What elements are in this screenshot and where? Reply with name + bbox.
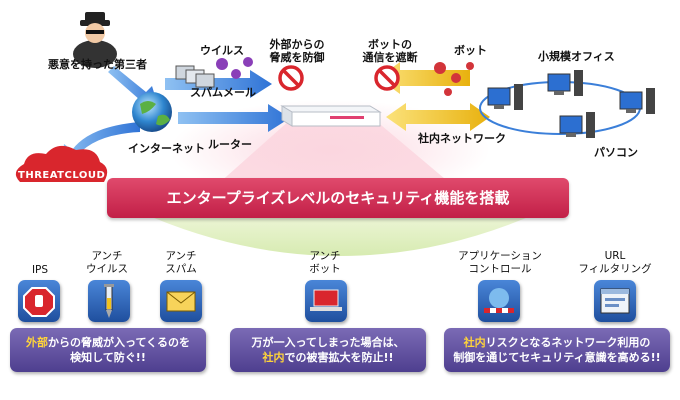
threat-arrow [165, 70, 272, 98]
antivirus-syringe-icon [88, 280, 130, 322]
feature-label-url-filtering-line2: フィルタリング [578, 263, 652, 275]
message-awareness-line2: 制御を通じてセキュリティ意識を高める!! [453, 351, 661, 364]
ips-stop-hand-icon [18, 280, 60, 322]
feature-label-antispam-line2: スパム [165, 263, 197, 275]
message-internal-line2: 社内での被害拡大を防止!! [230, 350, 426, 365]
label-external-threat-line1: 外部からの [269, 38, 325, 51]
feature-label-url-filtering: URL フィルタリング [570, 250, 660, 276]
bot-arrow [378, 62, 470, 94]
threatcloud-arrow [60, 122, 140, 168]
message-awareness-line1: 社内リスクとなるネットワーク利用の [444, 335, 670, 350]
pc-icons [487, 70, 655, 138]
label-external-threat-line2: 脅威を防御 [269, 51, 325, 64]
feature-label-antispam: アンチ スパム [156, 250, 206, 276]
message-external-line1-text: からの脅威が入ってくるのを [48, 336, 190, 349]
globe-icon [132, 92, 172, 132]
security-banner: エンタープライズレベルのセキュリティ機能を搭載 [107, 178, 569, 218]
message-internal-highlight: 社内 [262, 351, 285, 364]
feature-label-antivirus-line2: ウイルス [86, 263, 128, 275]
label-small-office: 小規模オフィス [538, 50, 615, 63]
internet-router-arrow [178, 104, 290, 132]
message-box-awareness: 社内リスクとなるネットワーク利用の 制御を通じてセキュリティ意識を高める!! [444, 328, 670, 372]
url-filter-browser-icon [594, 280, 636, 322]
feature-label-antibot-line1: アンチ [309, 250, 341, 262]
virus-icon [216, 57, 253, 79]
feature-label-antivirus-line1: アンチ [91, 250, 123, 262]
block-sign-bot [374, 65, 400, 91]
feature-label-app-control: アプリケーション コントロール [450, 250, 550, 276]
antibot-laptop-icon [305, 280, 347, 322]
label-pc: パソコン [594, 146, 638, 159]
feature-label-url-filtering-line1: URL [604, 250, 626, 262]
label-router: ルーター [208, 138, 252, 151]
feature-label-antispam-line1: アンチ [165, 250, 197, 262]
bot-icon [434, 62, 474, 96]
router-appliance [280, 105, 382, 127]
label-bot-block-line2: 通信を遮断 [362, 51, 418, 64]
threatcloud-label: THREATCLOUD [18, 170, 106, 181]
green-fan [140, 212, 540, 256]
feature-label-app-control-line1: アプリケーション [458, 250, 542, 262]
label-bot: ボット [454, 44, 487, 57]
feature-label-antibot: アンチ ボット [300, 250, 350, 276]
feature-label-ips-line1: IPS [31, 264, 49, 276]
feature-label-antivirus: アンチ ウイルス [82, 250, 132, 276]
message-internal-line2-text: での被害拡大を防止!! [284, 351, 394, 364]
message-box-external: 外部からの脅威が入ってくるのを 検知して防ぐ!! [10, 328, 206, 372]
label-spam: スパムメール [190, 86, 256, 99]
app-control-icon [478, 280, 520, 322]
feature-label-app-control-line2: コントロール [468, 263, 532, 275]
block-sign-external [278, 65, 304, 91]
label-internet: インターネット [128, 142, 205, 155]
label-attacker: 悪意を持った第三者 [48, 58, 147, 71]
feature-label-antibot-line2: ボット [309, 263, 341, 275]
internal-arrow [386, 103, 490, 131]
label-internal-network: 社内ネットワーク [418, 132, 506, 145]
message-external-line2: 検知して防ぐ!! [70, 351, 146, 364]
feature-label-ips: IPS [18, 264, 62, 277]
antispam-mail-icon [160, 280, 202, 322]
message-awareness-highlight: 社内 [463, 336, 486, 349]
label-bot-block-line1: ボットの [368, 38, 412, 51]
message-awareness-line1-text: リスクとなるネットワーク利用の [485, 336, 651, 349]
message-box-internal-spread: 万が一入ってしまった場合は、 社内での被害拡大を防止!! [230, 328, 426, 372]
label-external-threat: 外部からの 脅威を防御 [262, 38, 332, 64]
label-bot-block: ボットの 通信を遮断 [355, 38, 425, 64]
threatcloud-logo [15, 145, 108, 182]
attacker-icon [73, 12, 117, 68]
message-external-line1: 外部からの脅威が入ってくるのを [10, 335, 206, 350]
message-external-highlight: 外部 [26, 336, 49, 349]
spam-icon [175, 65, 215, 88]
label-virus: ウイルス [200, 44, 244, 57]
message-internal-line1: 万が一入ってしまった場合は、 [251, 336, 405, 349]
